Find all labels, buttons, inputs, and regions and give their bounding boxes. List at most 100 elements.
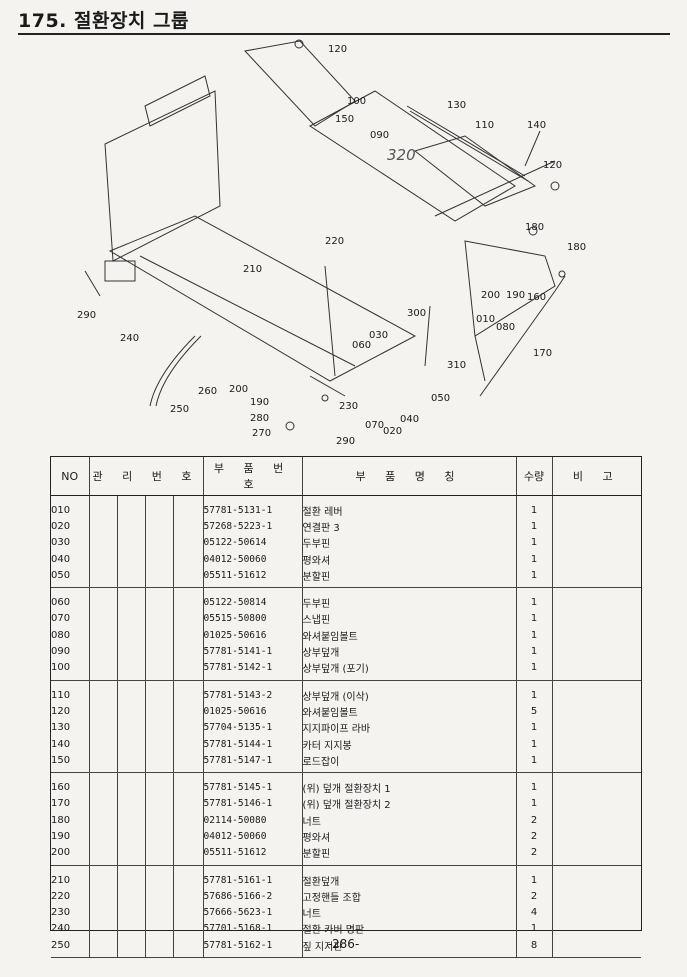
- mgmt-cell: [116, 937, 145, 959]
- remark-cell: [551, 888, 642, 905]
- quantity: 1: [515, 865, 553, 889]
- callout-120a: 120: [328, 44, 347, 55]
- callout-060: 060: [352, 340, 371, 351]
- mgmt-cell: [116, 888, 145, 905]
- part-name: 절환 레버: [301, 495, 517, 519]
- quantity: 1: [515, 680, 553, 704]
- remark-cell: [551, 920, 642, 938]
- mgmt-cell: [88, 643, 117, 660]
- part-number: 57781-5141-1: [202, 643, 303, 660]
- remark-cell: [551, 680, 642, 704]
- remark-cell: [551, 752, 642, 774]
- mgmt-cell: [172, 659, 204, 681]
- callout-210: 210: [243, 264, 262, 275]
- part-name: 절환 카버 명판: [301, 920, 517, 938]
- mgmt-cell: [116, 920, 145, 938]
- part-name: 너트: [301, 904, 517, 921]
- mgmt-cell: [172, 795, 204, 813]
- mgmt-cell: [172, 812, 204, 829]
- table-header-row: NO 관 리 번 호 부 품 번 호 부 품 명 칭 수량 비 고: [51, 457, 642, 496]
- mgmt-cell: [172, 680, 204, 704]
- mgmt-cell: [116, 795, 145, 813]
- mgmt-cell: [144, 844, 173, 866]
- mgmt-cell: [88, 795, 117, 813]
- part-number: 57781-5142-1: [202, 659, 303, 681]
- part-no-index: 150: [51, 752, 89, 774]
- callout-080: 080: [496, 322, 515, 333]
- mgmt-cell: [144, 643, 173, 660]
- part-no-index: 050: [51, 567, 89, 589]
- quantity: 4: [515, 904, 553, 921]
- remark-cell: [551, 812, 642, 829]
- part-number: 01025-50616: [202, 703, 303, 720]
- mgmt-cell: [88, 828, 117, 845]
- remark-cell: [551, 610, 642, 628]
- mgmt-cell: [172, 567, 204, 589]
- quantity: 1: [515, 587, 553, 611]
- mgmt-cell: [172, 772, 204, 796]
- mgmt-cell: [88, 534, 117, 551]
- part-name: 두부핀: [301, 587, 517, 611]
- mgmt-cell: [88, 703, 117, 720]
- part-number: 05511-51612: [202, 567, 303, 589]
- callout-040: 040: [400, 414, 419, 425]
- quantity: 8: [515, 937, 553, 959]
- part-number: 05122-50814: [202, 587, 303, 611]
- quantity: 1: [515, 495, 553, 519]
- part-no-index: 100: [51, 659, 89, 681]
- mgmt-cell: [172, 703, 204, 720]
- part-number: 57704-5135-1: [202, 719, 303, 736]
- mgmt-cell: [116, 772, 145, 796]
- mgmt-cell: [116, 719, 145, 736]
- callout-130: 130: [447, 100, 466, 111]
- mgmt-cell: [116, 567, 145, 589]
- part-name: 너트: [301, 812, 517, 829]
- mgmt-cell: [116, 587, 145, 611]
- mgmt-cell: [144, 680, 173, 704]
- quantity: 1: [515, 534, 553, 551]
- mgmt-cell: [144, 518, 173, 535]
- mgmt-cell: [172, 828, 204, 845]
- part-no-index: 080: [51, 629, 71, 641]
- callout-200b: 200: [229, 384, 248, 395]
- mgmt-cell: [88, 772, 117, 796]
- part-number: 57781-5146-1: [202, 795, 303, 813]
- part-no-index: 130: [51, 722, 71, 734]
- callout-280: 280: [250, 413, 269, 424]
- mgmt-cell: [88, 518, 117, 535]
- remark-cell: [551, 567, 642, 589]
- mgmt-cell: [172, 937, 204, 959]
- mgmt-cell: [88, 587, 117, 611]
- part-number: 57701-5168-1: [202, 920, 303, 938]
- remark-cell: [551, 937, 642, 959]
- mgmt-cell: [144, 567, 173, 589]
- mgmt-cell: [144, 534, 173, 551]
- part-no-index: 030: [51, 537, 71, 549]
- callout-200a: 200: [481, 290, 500, 301]
- mgmt-cell: [116, 643, 145, 660]
- callout-190b: 190: [250, 397, 269, 408]
- page-number: -286-: [327, 937, 360, 951]
- mgmt-cell: [88, 812, 117, 829]
- mgmt-cell: [144, 627, 173, 644]
- mgmt-cell: [116, 518, 145, 535]
- mgmt-cell: [88, 888, 117, 905]
- mgmt-cell: [88, 904, 117, 921]
- mgmt-cell: [172, 735, 204, 753]
- page-header: 175. 절환장치 그룹: [18, 6, 670, 35]
- base-cover-shape: [108, 215, 417, 382]
- remark-cell: [551, 735, 642, 753]
- mgmt-cell: [172, 904, 204, 921]
- remark-cell: [551, 587, 642, 611]
